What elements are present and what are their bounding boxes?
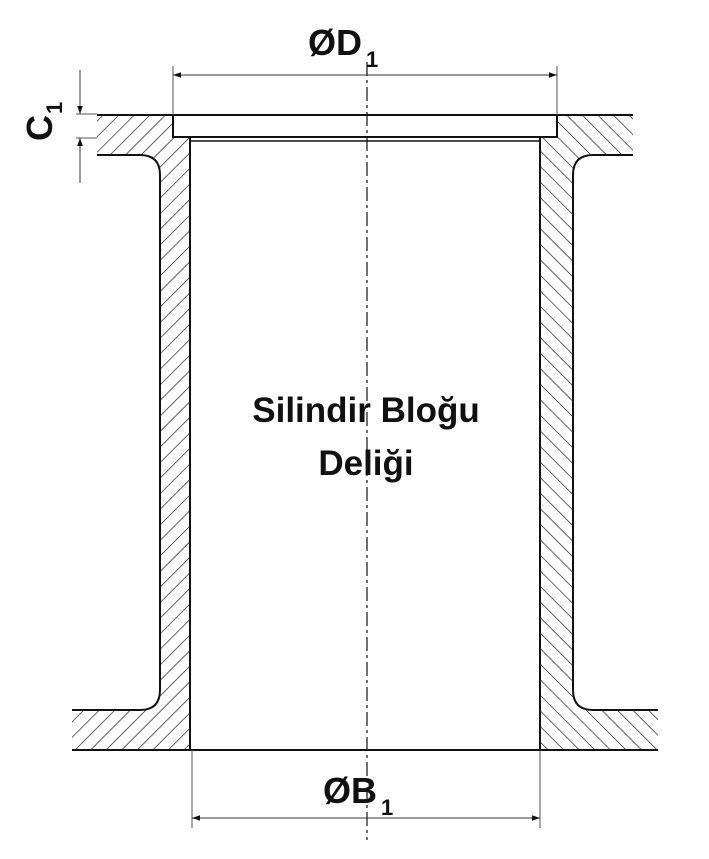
collar-height-dimension: C 1 <box>19 70 97 183</box>
top-diameter-symbol: ØD <box>308 22 362 63</box>
cylinder-liner <box>172 114 558 751</box>
bore-label-line-2: Deliği <box>318 444 413 483</box>
right-block-section <box>539 114 658 751</box>
bottom-diameter-subscript: 1 <box>381 795 393 820</box>
bore-label-line-1: Silindir Bloğu <box>252 391 479 430</box>
top-diameter-subscript: 1 <box>366 47 378 72</box>
bottom-diameter-dimension: ØB 1 <box>191 750 541 828</box>
collar-height-subscript: 1 <box>42 102 67 114</box>
bottom-diameter-symbol: ØB <box>323 770 377 811</box>
left-block-section <box>72 114 191 751</box>
collar-height-symbol: C <box>19 115 60 141</box>
top-diameter-dimension: ØD 1 <box>172 22 558 115</box>
